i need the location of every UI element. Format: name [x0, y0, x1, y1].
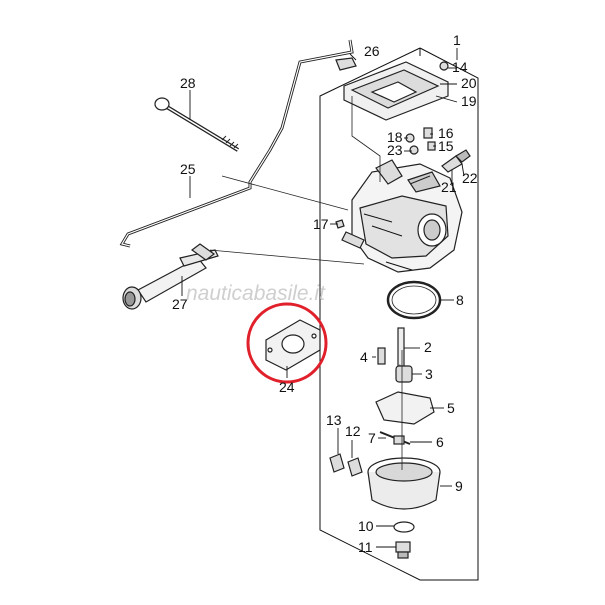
- long-bolt-28: [154, 97, 240, 152]
- float-pin-6-7: [379, 431, 411, 445]
- callout-16: 16: [438, 125, 454, 141]
- gasket-24: [265, 319, 321, 371]
- callout-26: 26: [364, 43, 380, 59]
- callout-21: 21: [441, 179, 457, 195]
- callout-3: 3: [425, 366, 433, 382]
- highlight-circle: [246, 302, 328, 384]
- leader-lines: [181, 48, 465, 548]
- carburetor-body: [341, 159, 463, 273]
- callout-24: 24: [279, 379, 295, 395]
- watermark-text: nauticabasile.it: [186, 282, 326, 305]
- assembly-guides: [209, 96, 403, 470]
- callout-7: 7: [368, 430, 376, 446]
- frame-outline: [319, 47, 479, 581]
- drain-screw-11: [395, 541, 411, 559]
- callout-8: 8: [456, 292, 464, 308]
- float-bowl-9: [367, 457, 441, 510]
- callout-25: 25: [180, 161, 196, 177]
- callout-5: 5: [447, 400, 455, 416]
- callout-20: 20: [461, 75, 477, 91]
- callout-numbers: 1 14 20 19 16 15 18 23 21 22 26 17 28 25…: [172, 32, 478, 555]
- callout-2: 2: [424, 339, 432, 355]
- callout-13: 13: [326, 412, 342, 428]
- callout-14: 14: [452, 59, 468, 75]
- callout-9: 9: [455, 478, 463, 494]
- callout-23: 23: [387, 142, 403, 158]
- callout-1: 1: [453, 32, 461, 48]
- callout-22: 22: [462, 170, 478, 186]
- needle-jet-parts: [377, 327, 413, 383]
- callout-6: 6: [436, 434, 444, 450]
- callout-12: 12: [345, 423, 361, 439]
- callout-18: 18: [387, 129, 403, 145]
- washer-10: [393, 521, 415, 533]
- float-5: [375, 391, 435, 425]
- callout-4: 4: [360, 349, 368, 365]
- callout-27: 27: [172, 296, 188, 312]
- callout-10: 10: [358, 518, 374, 534]
- screws-12-13: [329, 453, 363, 477]
- callout-19: 19: [461, 93, 477, 109]
- gasket-plate-19-20: [343, 61, 449, 121]
- choke-rod-inner: [121, 39, 353, 247]
- choke-knob-27: [122, 243, 219, 310]
- callout-28: 28: [180, 75, 196, 91]
- o-ring-8: [386, 280, 442, 320]
- callout-17: 17: [313, 216, 329, 232]
- callout-15: 15: [438, 138, 454, 154]
- callout-11: 11: [358, 539, 373, 555]
